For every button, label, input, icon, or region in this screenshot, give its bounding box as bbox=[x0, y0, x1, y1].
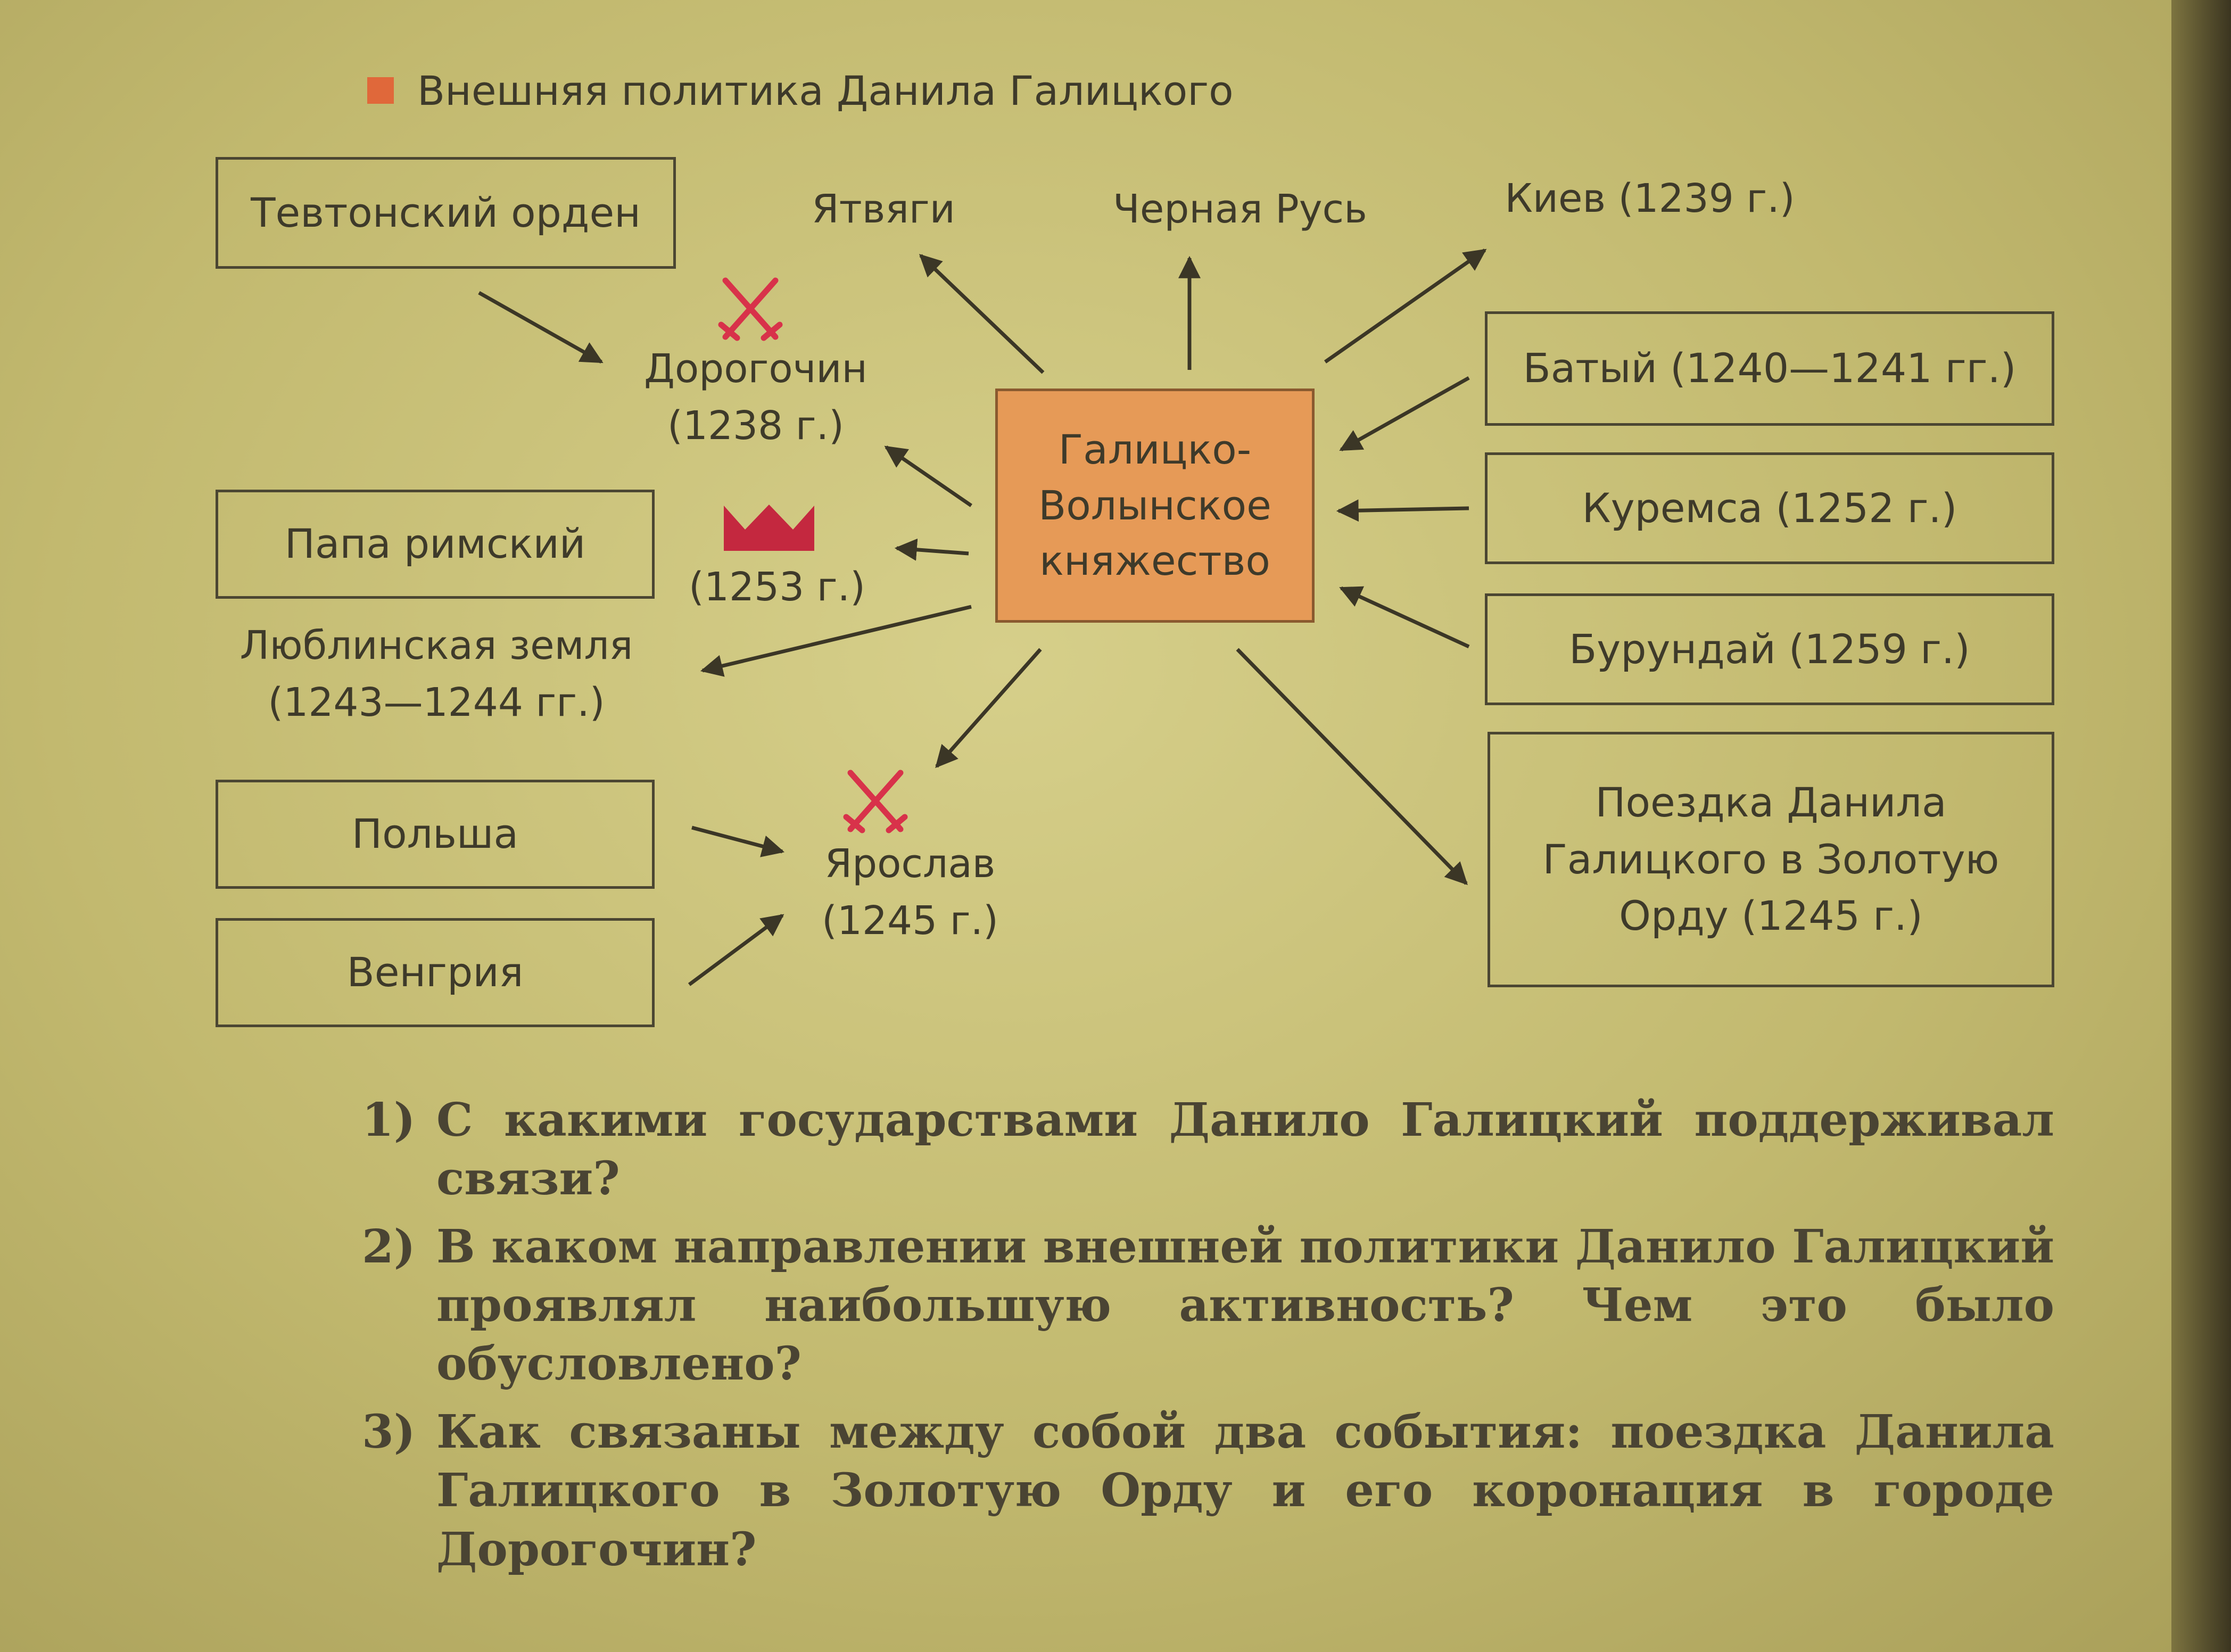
center-line-3: княжество bbox=[1039, 537, 1270, 585]
trip-line-1: Поездка Данила bbox=[1595, 779, 1947, 827]
arrow-center-to-lublin bbox=[700, 605, 972, 677]
trip-line-3: Орду (1245 г.) bbox=[1619, 892, 1923, 940]
arrow-center-to-horde-trip bbox=[1236, 648, 1468, 886]
arrow-batu-to-center bbox=[1339, 376, 1470, 452]
arrow-burunday-to-center bbox=[1339, 586, 1470, 649]
arrow-center-to-dorogochin bbox=[884, 445, 972, 507]
center-box-galicia-volhynia: Галицко- Волынское княжество bbox=[995, 389, 1315, 623]
bullet-square-icon bbox=[367, 77, 394, 104]
question-number: 1) bbox=[362, 1093, 416, 1147]
arrow-poland-to-yaroslav bbox=[691, 825, 785, 857]
lublin-name: Люблинская земля bbox=[239, 623, 633, 668]
crossed-swords-icon bbox=[843, 770, 908, 833]
box-kuremsa: Куремса (1252 г.) bbox=[1485, 452, 2054, 564]
question-item: 1) С какими государствами Данило Галицки… bbox=[362, 1091, 2054, 1208]
yaroslav-year: (1245 г.) bbox=[822, 898, 998, 944]
box-pope: Папа римский bbox=[216, 490, 655, 599]
page-edge bbox=[2171, 0, 2231, 1652]
question-number: 3) bbox=[362, 1405, 416, 1459]
label-lublin: Люблинская земля (1243—1244 гг.) bbox=[186, 617, 687, 732]
crossed-swords-icon bbox=[718, 277, 783, 341]
arrow-hungary-to-yaroslav bbox=[688, 914, 784, 986]
center-line-1: Галицко- bbox=[1058, 425, 1252, 473]
arrow-center-to-yatvyagi bbox=[919, 254, 1045, 374]
crown-icon bbox=[724, 505, 814, 551]
question-item: 2) В каком направлении внешней политики … bbox=[362, 1218, 2054, 1393]
question-text: Как связаны между собой два события: пое… bbox=[436, 1405, 2054, 1576]
label-dorogochin: Дорогочин (1238 г.) bbox=[607, 341, 905, 455]
diagram-title: Внешняя политика Данила Галицкого bbox=[417, 67, 1234, 114]
box-horde-trip: Поездка Данила Галицкого в Золотую Орду … bbox=[1488, 732, 2054, 987]
arrow-center-to-yaroslav bbox=[935, 648, 1042, 769]
dorogochin-name: Дорогочин bbox=[644, 346, 867, 392]
dorogochin-year: (1238 г.) bbox=[667, 403, 844, 449]
label-coronation-year: (1253 г.) bbox=[689, 564, 865, 610]
arrow-kuremsa-to-center bbox=[1336, 499, 1469, 522]
yaroslav-name: Ярослав bbox=[824, 841, 996, 887]
label-kiev: Киев (1239 г.) bbox=[1505, 176, 1795, 221]
box-burunday: Бурундай (1259 г.) bbox=[1485, 593, 2054, 705]
label-yaroslav: Ярослав (1245 г.) bbox=[766, 836, 1054, 950]
lublin-years: (1243—1244 гг.) bbox=[268, 680, 605, 726]
arrow-teutonic-to-dorogochin bbox=[478, 291, 604, 364]
trip-line-2: Галицкого в Золотую bbox=[1542, 835, 1999, 883]
question-item: 3) Как связаны между собой два события: … bbox=[362, 1403, 2054, 1579]
box-batu: Батый (1240—1241 гг.) bbox=[1485, 311, 2054, 426]
box-teutonic-order: Тевтонский орден bbox=[216, 157, 676, 269]
arrow-center-to-coronation bbox=[894, 538, 969, 561]
label-black-rus: Черная Русь bbox=[1113, 186, 1367, 232]
arrow-center-to-kiev bbox=[1324, 249, 1487, 364]
question-text: С какими государствами Данило Галицкий п… bbox=[436, 1093, 2054, 1206]
question-text: В каком направлении внешней политики Дан… bbox=[436, 1220, 2054, 1391]
center-line-2: Волынское bbox=[1038, 481, 1271, 529]
questions-list: 1) С какими государствами Данило Галицки… bbox=[362, 1091, 2054, 1589]
question-number: 2) bbox=[362, 1220, 416, 1274]
box-hungary: Венгрия bbox=[216, 918, 655, 1027]
diagram-heading: Внешняя политика Данила Галицкого bbox=[367, 64, 1234, 117]
label-yatvyagi: Ятвяги bbox=[812, 186, 955, 232]
box-poland: Польша bbox=[216, 780, 655, 889]
